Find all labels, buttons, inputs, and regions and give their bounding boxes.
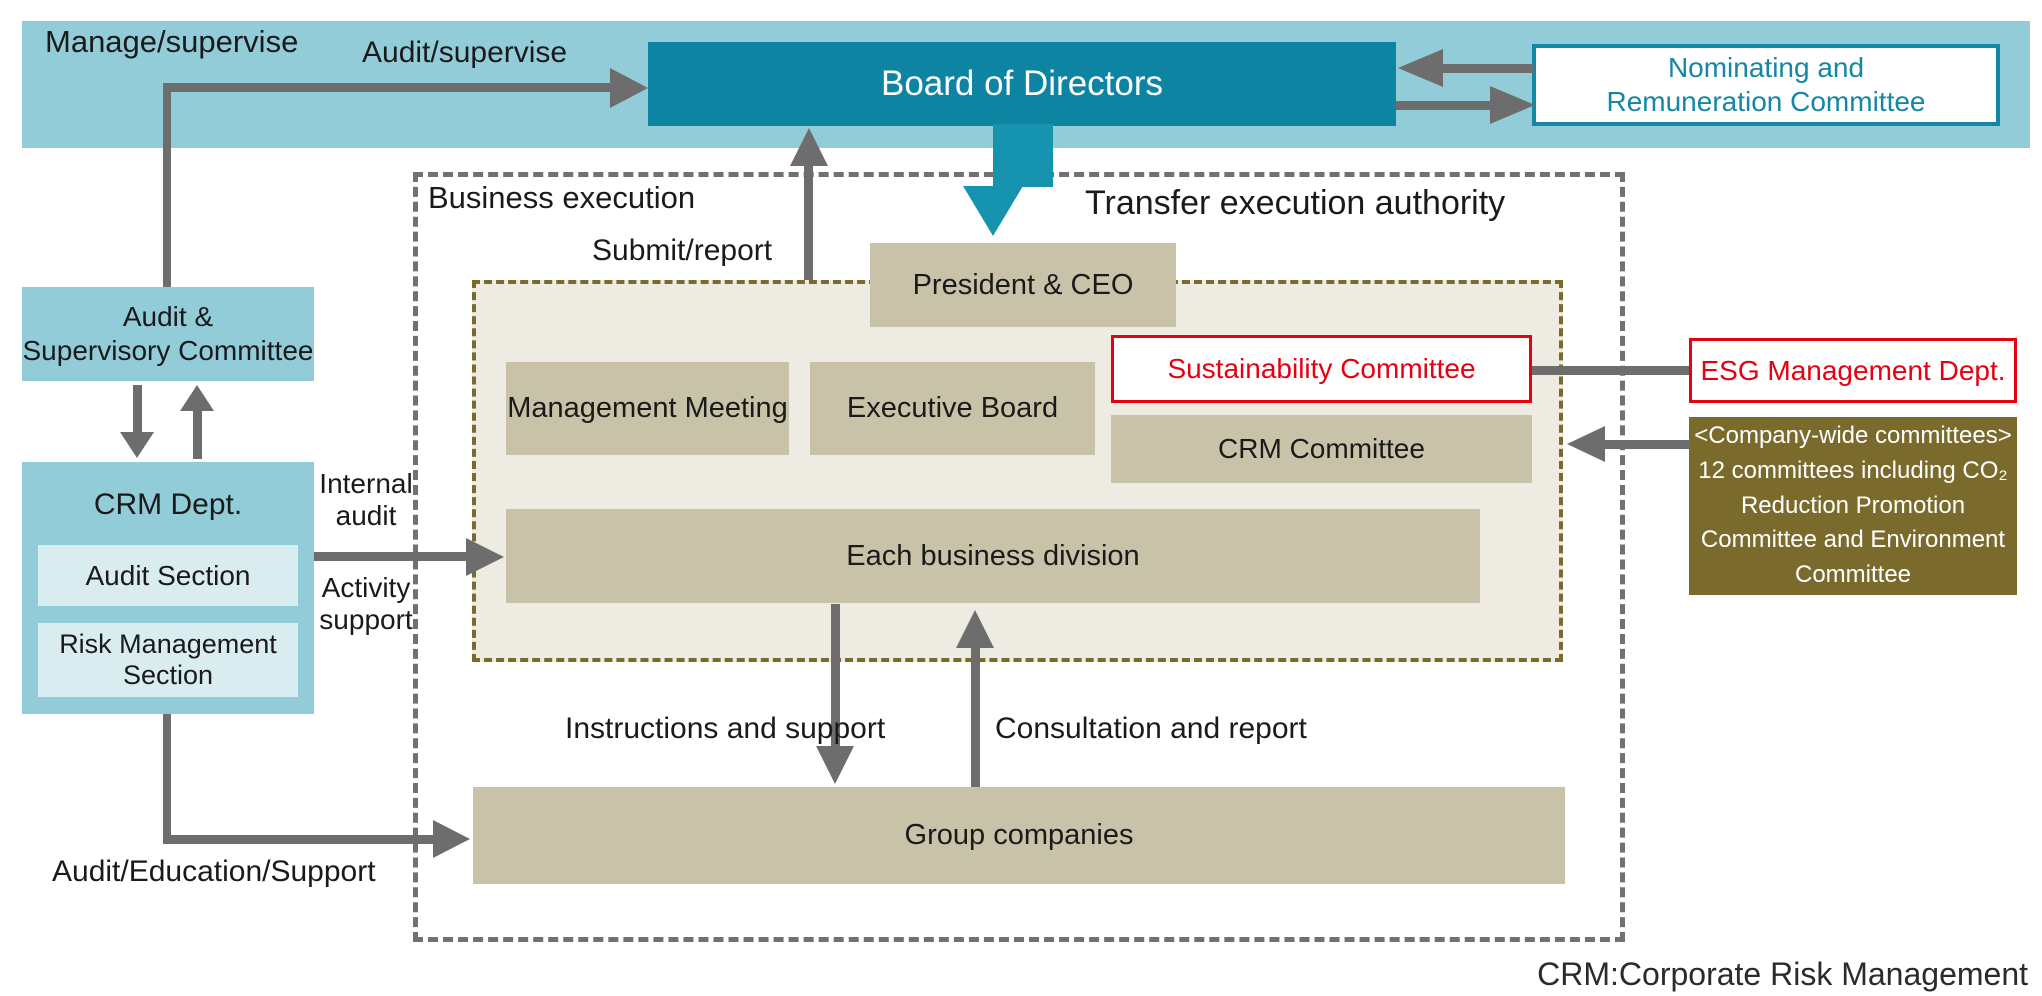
crm-to-group-vertical-line <box>163 714 171 840</box>
group-companies-box: Group companies <box>473 787 1565 884</box>
asc-to-crm-arrowhead-icon <box>120 432 154 458</box>
esg-management-dept-box: ESG Management Dept. <box>1689 338 2017 403</box>
transfer-authority-arrow-shaft <box>993 124 1053 187</box>
committees-to-crm-arrowhead-icon <box>1567 426 1605 462</box>
committees-to-crm-line <box>1603 440 1689 449</box>
audit-supervise-connector-vertical <box>163 83 171 287</box>
audit-supervise-connector-horizontal <box>163 83 610 92</box>
internal-audit-label: Internal audit <box>319 468 413 532</box>
audit-supervise-label: Audit/supervise <box>362 36 568 69</box>
internal-audit-arrowhead-icon <box>466 538 504 576</box>
crm-to-asc-line <box>193 409 202 459</box>
crm-committee-label: CRM Committee <box>1218 433 1425 464</box>
company-wide-committees-box: <Company-wide committees> 12 committees … <box>1689 417 2017 595</box>
board-to-nominating-line <box>1396 101 1492 110</box>
board-of-directors-label: Board of Directors <box>880 64 1164 103</box>
group-companies-label: Group companies <box>904 819 1134 851</box>
crm-footnote: CRM:Corporate Risk Management <box>1537 956 2028 992</box>
submit-report-label: Submit/report <box>592 234 773 267</box>
each-business-division-box: Each business division <box>506 509 1480 603</box>
audit-section-box: Audit Section <box>38 545 298 606</box>
nominating-to-board-line <box>1443 64 1533 73</box>
board-of-directors-box: Board of Directors <box>648 42 1396 126</box>
instructions-support-label: Instructions and support <box>565 712 886 745</box>
nominating-to-board-arrowhead-icon <box>1398 49 1443 87</box>
consultation-line <box>971 646 980 787</box>
management-meeting-box: Management Meeting <box>506 362 789 455</box>
audit-supervisory-committee-box: Audit & Supervisory Committee <box>22 287 314 381</box>
crm-committee-box: CRM Committee <box>1111 415 1532 483</box>
asc-to-crm-line <box>133 385 142 434</box>
crm-to-asc-arrowhead-icon <box>180 385 214 411</box>
manage-supervise-label: Manage/supervise <box>45 24 299 59</box>
risk-management-section-box: Risk Management Section <box>38 623 298 697</box>
each-business-division-label: Each business division <box>846 539 1140 572</box>
submit-report-line <box>804 164 813 282</box>
board-to-nominating-arrowhead-icon <box>1490 86 1535 124</box>
consultation-report-label: Consultation and report <box>995 712 1307 745</box>
submit-report-arrowhead-icon <box>790 128 828 166</box>
audit-education-support-label: Audit/Education/Support <box>52 855 376 888</box>
instructions-arrowhead-icon <box>816 746 854 784</box>
instructions-line <box>831 604 840 746</box>
crm-to-group-arrowhead-icon <box>433 820 470 858</box>
business-execution-label: Business execution <box>428 180 696 215</box>
executive-board-label: Executive Board <box>846 392 1059 424</box>
sustainability-committee-box: Sustainability Committee <box>1111 335 1532 403</box>
president-ceo-box: President & CEO <box>870 243 1176 327</box>
crm-dept-label: CRM Dept. <box>93 488 243 521</box>
nominating-remuneration-committee-box: Nominating and Remuneration Committee <box>1532 44 2000 126</box>
sustainability-to-esg-line <box>1532 366 1689 375</box>
consultation-arrowhead-icon <box>956 610 994 648</box>
audit-supervise-arrowhead-icon <box>610 68 648 108</box>
crm-dept-box: CRM Dept. Audit Section Risk Management … <box>22 462 314 714</box>
audit-section-label: Audit Section <box>85 559 251 591</box>
transfer-authority-label: Transfer execution authority <box>1085 184 1506 222</box>
internal-audit-line <box>314 552 466 561</box>
executive-board-box: Executive Board <box>810 362 1095 455</box>
esg-management-dept-label: ESG Management Dept. <box>1700 354 2006 386</box>
sustainability-committee-label: Sustainability Committee <box>1167 353 1476 384</box>
management-meeting-label: Management Meeting <box>507 392 788 424</box>
president-ceo-label: President & CEO <box>912 268 1134 301</box>
activity-support-label: Activity support <box>319 572 413 636</box>
crm-to-group-horizontal-line <box>163 835 435 844</box>
transfer-authority-arrow-icon <box>963 186 1023 236</box>
